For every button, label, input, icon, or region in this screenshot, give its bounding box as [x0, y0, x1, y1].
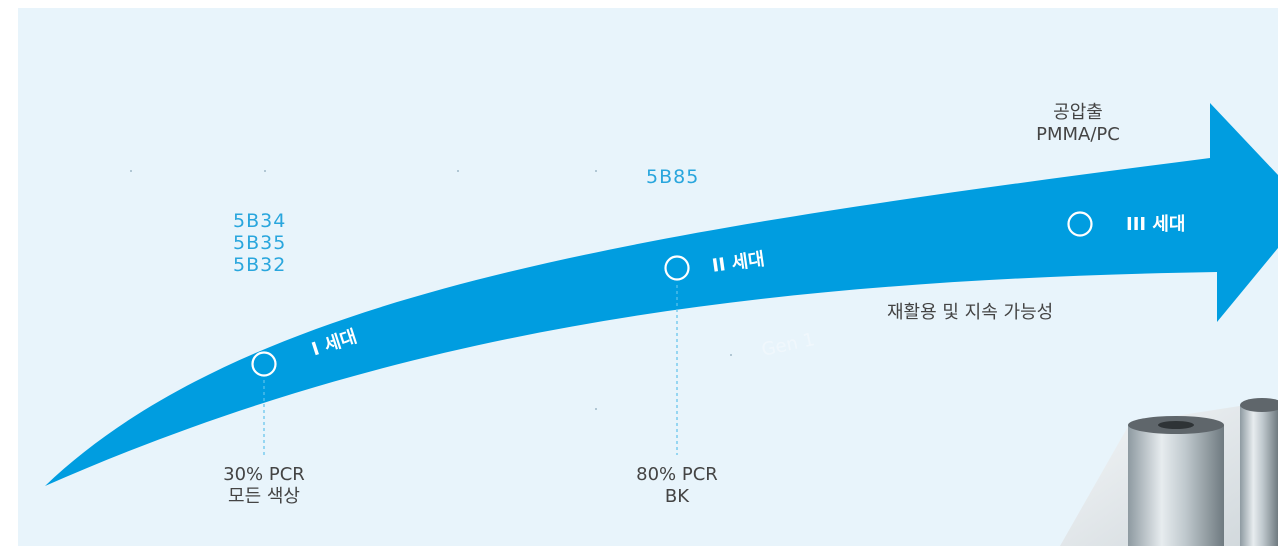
gen1-line: 모든 색상: [228, 486, 300, 507]
decor-dot: [457, 170, 459, 172]
decor-dot: [595, 408, 597, 410]
gen3-line: 공압출: [1053, 102, 1103, 123]
milestone-circle-gen3: [1067, 211, 1093, 237]
gen3-line: PMMA/PC: [1036, 124, 1120, 145]
milestone-circle-gen1: [251, 351, 277, 377]
gen2-line: 80% PCR: [636, 464, 718, 485]
gen2-grade-code: 5B85: [646, 166, 700, 188]
decor-dot: [730, 354, 732, 356]
gen3-label: III 세대: [1126, 214, 1186, 235]
progress-arrow: [45, 103, 1278, 486]
decor-dot: [264, 170, 266, 172]
grade-code: 5B32: [233, 254, 287, 276]
grade-code: 5B35: [233, 232, 287, 254]
milestone-circle-gen2: [664, 255, 690, 281]
gen2-description: 80% PCR BK: [609, 464, 745, 508]
gen1-grade-list: 5B34 5B35 5B32: [233, 210, 286, 276]
film-roll-image: [1060, 398, 1278, 546]
decor-dot: [130, 170, 132, 172]
gen1-line: 30% PCR: [223, 464, 305, 485]
gen3-description: 공압출 PMMA/PC: [1010, 102, 1146, 146]
sustainability-caption: 재활용 및 지속 가능성: [887, 302, 1054, 323]
gen2-line: BK: [664, 486, 690, 507]
grade-code: 5B34: [233, 210, 287, 232]
decor-dot: [595, 170, 597, 172]
gen1-description: 30% PCR 모든 색상: [196, 464, 332, 508]
